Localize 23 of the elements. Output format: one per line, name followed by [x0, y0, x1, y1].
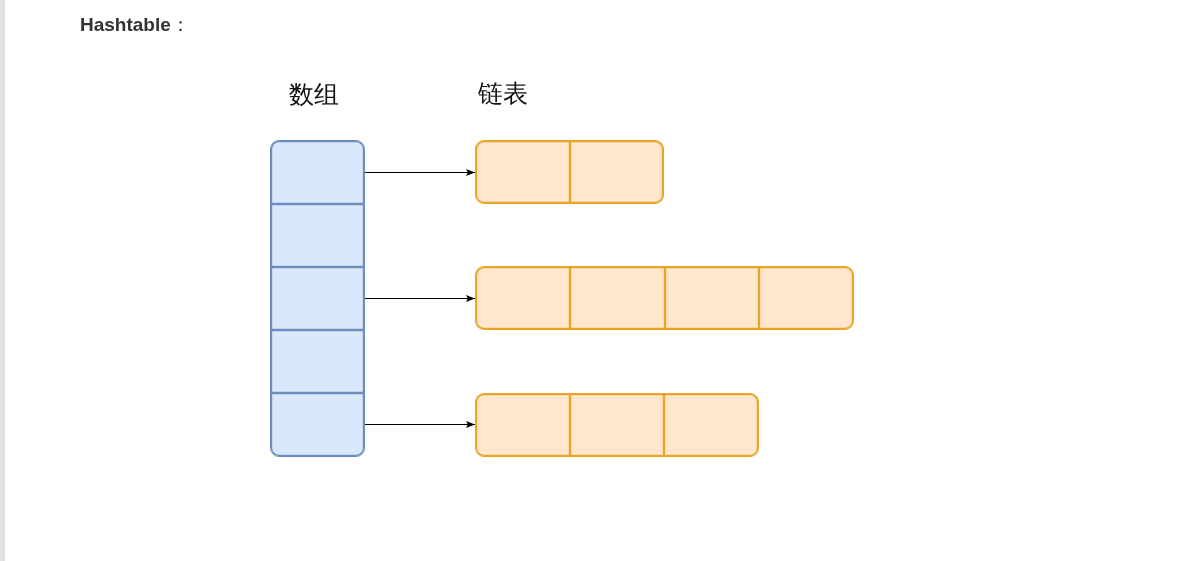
array-heading: 数组: [289, 79, 339, 111]
cell: [271, 141, 364, 204]
arrow: [363, 168, 476, 177]
cell: [570, 394, 664, 456]
arrow: [363, 420, 476, 429]
arrow: [363, 294, 476, 303]
title: Hashtable：: [80, 13, 190, 37]
cell: [569, 141, 663, 203]
linked-list: [475, 393, 759, 457]
cell: [664, 394, 758, 456]
cell: [271, 204, 364, 267]
cell: [476, 267, 571, 329]
linked-list: [475, 266, 854, 330]
cell: [476, 141, 570, 203]
cell: [570, 267, 665, 329]
cell: [271, 330, 364, 393]
cell: [758, 267, 853, 329]
cell: [271, 393, 364, 456]
cell: [271, 267, 364, 330]
cell: [664, 267, 759, 329]
cell: [476, 394, 570, 456]
list-heading: 链表: [478, 78, 528, 110]
linked-list: [475, 140, 664, 204]
